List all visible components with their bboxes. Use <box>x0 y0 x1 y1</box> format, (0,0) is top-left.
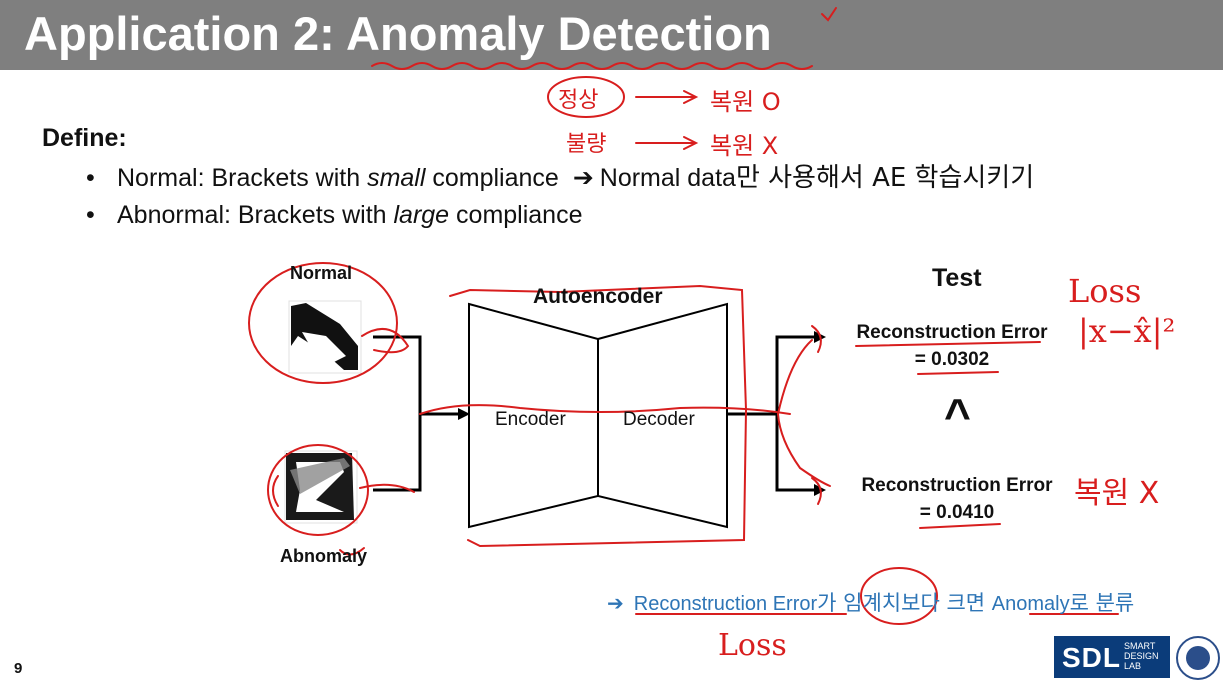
result-top-line1: Reconstruction Error <box>856 322 1048 343</box>
result-top-value: = 0.0302 <box>914 349 990 370</box>
bullet-text-suffix: compliance <box>425 164 559 192</box>
handwritten-bottom-result: 복원 X <box>1074 476 1160 511</box>
autoencoder-label: Autoencoder <box>533 285 663 308</box>
logo-line2: DESIGN <box>1124 651 1159 661</box>
university-seal-icon <box>1176 636 1220 680</box>
bullet-emphasis: small <box>367 164 426 192</box>
handwritten-normal-ko: 정상 <box>558 88 599 113</box>
output-connectors <box>727 335 818 492</box>
abnormal-label: Abnomaly <box>280 546 368 566</box>
seal-center <box>1186 646 1210 670</box>
decoder-shape <box>597 302 728 529</box>
decoder-label: Decoder <box>623 409 695 430</box>
abnormal-bracket-image <box>284 450 358 524</box>
handwritten-normal-result: 복원 O <box>710 88 781 116</box>
handwritten-defect-result: 복원 X <box>710 132 779 160</box>
handwritten-loss-top: Loss <box>1068 272 1142 310</box>
right-arrow-icon: ➔ <box>572 164 594 192</box>
normal-bracket-image <box>288 300 362 374</box>
input-connectors <box>373 335 462 492</box>
note-korean: 만 사용해서 AE 학습시키기 <box>735 163 1035 193</box>
handwritten-loss-bottom: Loss <box>718 628 787 663</box>
result-top: Reconstruction Error = 0.0302 <box>846 319 1058 373</box>
slide-title: Application 2: Anomaly Detection <box>24 7 772 60</box>
conclusion-text-2: 가 임계치보다 크면 <box>817 591 992 615</box>
result-bottom: Reconstruction Error = 0.0410 <box>851 472 1063 526</box>
conclusion-line: ➔ Reconstruction Error가 임계치보다 크면 Anomaly로… <box>607 587 1134 617</box>
handwritten-defect-ko: 불량 <box>566 132 607 157</box>
bullet-normal: • Normal: Brackets with small compliance ➔… <box>86 160 1034 197</box>
define-label: Define: <box>42 124 127 152</box>
bullet-abnormal: • Abnormal: Brackets with large complianc… <box>86 197 1034 234</box>
logo-text: SDL <box>1062 642 1121 673</box>
conclusion-text-1: Reconstruction Error <box>633 593 818 615</box>
comparison-symbol: ^ <box>944 389 971 441</box>
test-label: Test <box>932 264 982 292</box>
conclusion-text-3: Anomaly <box>991 593 1070 615</box>
sdl-logo: SDL SMART DESIGN LAB <box>1054 636 1170 678</box>
result-bottom-value: = 0.0410 <box>919 502 995 523</box>
bullet-text-prefix: Normal: Brackets with <box>117 164 368 192</box>
logo-line1: SMART <box>1124 641 1156 651</box>
normal-label: Normal <box>290 263 353 283</box>
bullet-emphasis: large <box>393 201 450 229</box>
definition-list: • Normal: Brackets with small compliance ➔… <box>86 160 1034 234</box>
logo-line3: LAB <box>1124 661 1142 671</box>
right-arrow-icon: ➔ <box>607 593 624 615</box>
handwritten-loss-formula: |x−x̂|² <box>1078 312 1176 350</box>
title-bar <box>0 0 1223 70</box>
result-bottom-line1: Reconstruction Error <box>861 475 1053 496</box>
bullet-dot: • <box>86 164 95 192</box>
page-number: 9 <box>14 660 23 677</box>
bullet-text-prefix: Abnormal: Brackets with <box>117 201 394 229</box>
encoder-label: Encoder <box>495 409 566 430</box>
note-english: Normal data <box>599 164 736 192</box>
bullet-text-suffix: compliance <box>449 201 583 229</box>
handwritten-annotations <box>248 7 1119 625</box>
bullet-dot: • <box>86 201 95 229</box>
input-arrowhead <box>458 408 470 420</box>
conclusion-text-4: 로 분류 <box>1069 591 1135 615</box>
logo-subtext: SMART DESIGN LAB <box>1124 641 1159 671</box>
